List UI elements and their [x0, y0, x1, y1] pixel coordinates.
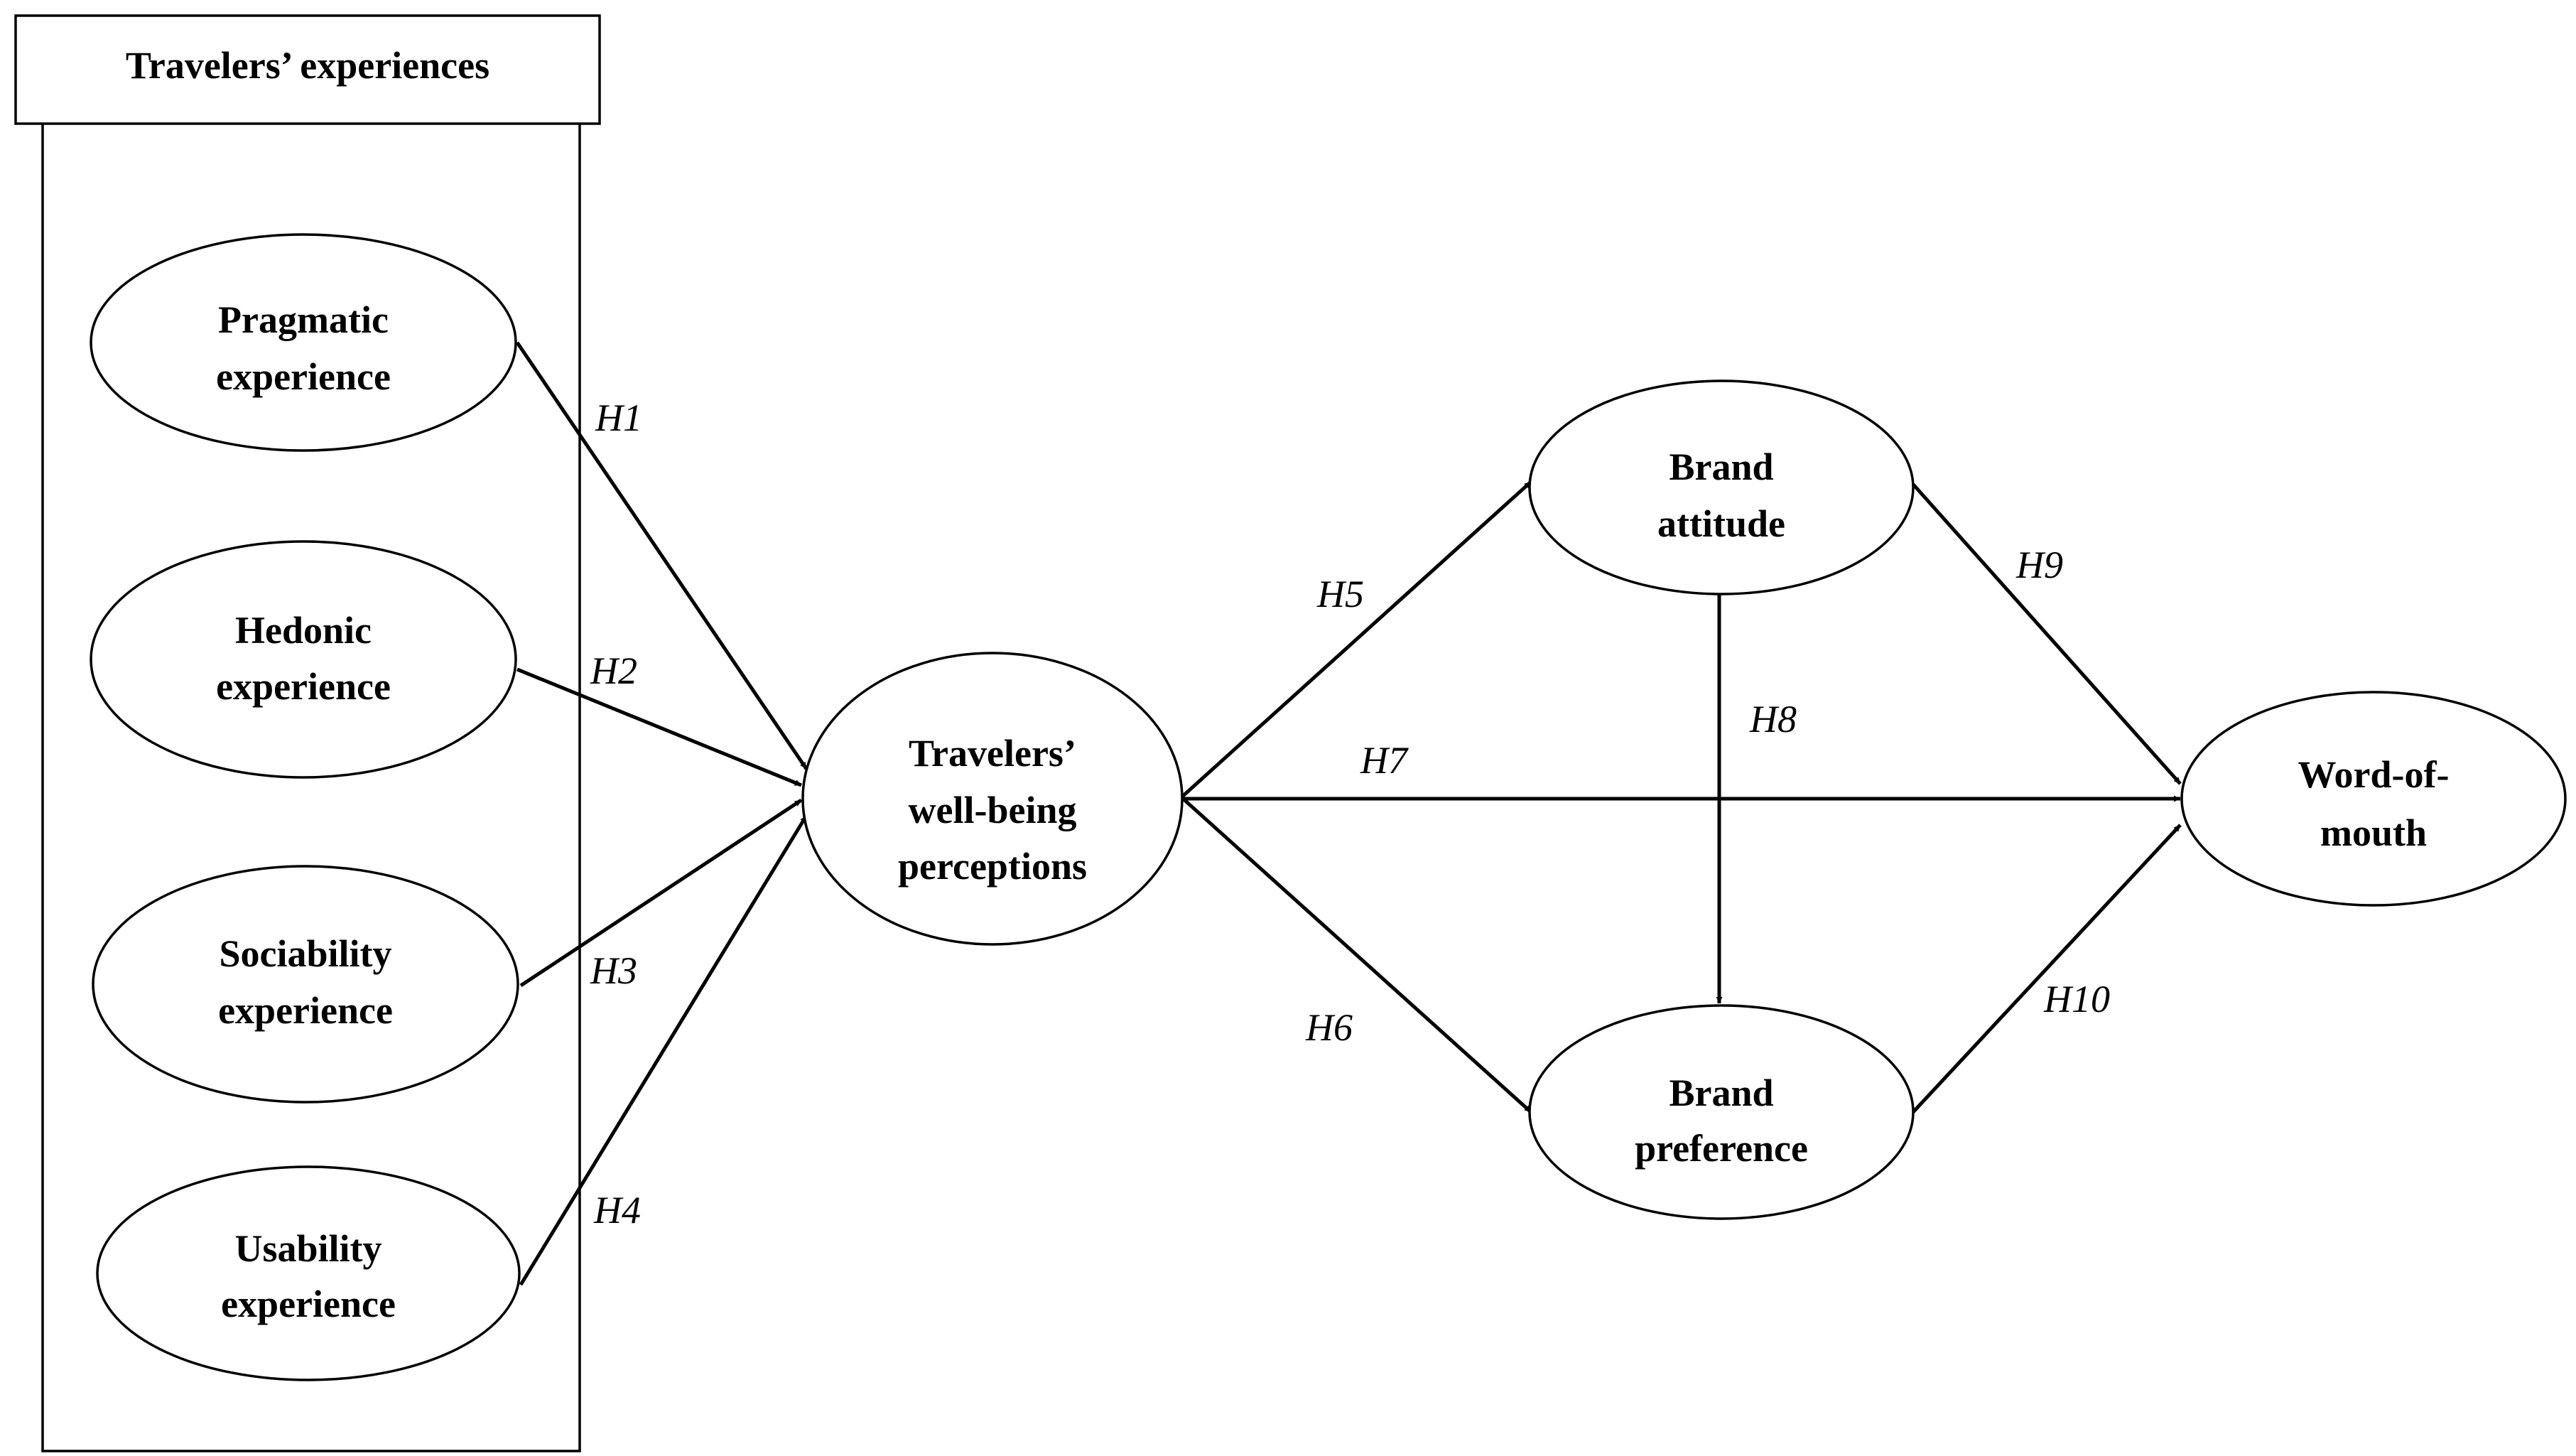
svg-text:Brand: Brand — [1669, 446, 1773, 488]
svg-text:Brand: Brand — [1669, 1072, 1773, 1114]
label-h5: H5 — [1316, 573, 1364, 615]
node-usability-experience: Usability experience — [96, 1165, 521, 1381]
node-pragmatic-experience: Pragmatic experience — [90, 233, 517, 452]
edge-h3 — [519, 798, 803, 988]
svg-text:Word-of-: Word-of- — [2298, 753, 2450, 796]
svg-text:experience: experience — [216, 665, 391, 708]
svg-text:preference: preference — [1635, 1127, 1808, 1170]
label-h10: H10 — [2043, 978, 2110, 1020]
svg-text:Hedonic: Hedonic — [235, 609, 372, 652]
svg-text:well-being: well-being — [909, 789, 1077, 831]
svg-text:Pragmatic: Pragmatic — [218, 298, 389, 341]
node-hedonic-experience: Hedonic experience — [90, 540, 517, 779]
svg-text:experience: experience — [218, 989, 393, 1032]
svg-text:Travelers’: Travelers’ — [909, 732, 1076, 775]
experiences-group-title: Travelers’ experiences — [126, 44, 489, 87]
node-brand-attitude: Brand attitude — [1528, 379, 1915, 595]
edge-h2 — [516, 667, 802, 787]
label-h4: H4 — [593, 1189, 641, 1231]
node-brand-preference: Brand preference — [1528, 1004, 1915, 1220]
svg-text:perceptions: perceptions — [898, 845, 1087, 888]
experiences-group-header — [14, 14, 601, 125]
svg-text:mouth: mouth — [2320, 811, 2427, 854]
edge-h1 — [515, 341, 808, 770]
edge-h5 — [1180, 480, 1532, 799]
edge-h10 — [1912, 824, 2182, 1113]
node-wellbeing-perceptions: Travelers’ well-being perceptions — [801, 652, 1184, 946]
edge-h9 — [1908, 479, 2182, 785]
edge-h6 — [1180, 796, 1532, 1113]
edges — [515, 341, 2182, 1286]
edge-h4 — [519, 814, 808, 1286]
label-h8: H8 — [1749, 698, 1797, 740]
label-h9: H9 — [2015, 544, 2063, 586]
label-h2: H2 — [590, 649, 637, 692]
svg-text:Usability: Usability — [234, 1227, 381, 1270]
label-h6: H6 — [1305, 1006, 1353, 1049]
node-word-of-mouth: Word-of- mouth — [2180, 691, 2567, 907]
svg-text:experience: experience — [221, 1283, 396, 1325]
label-h1: H1 — [595, 397, 642, 439]
node-sociability-experience: Sociability experience — [92, 865, 519, 1104]
svg-text:Sociability: Sociability — [219, 932, 391, 975]
label-h7: H7 — [1360, 739, 1409, 782]
svg-text:experience: experience — [216, 355, 391, 398]
hypothesis-labels: H1 H2 H3 H4 H5 H6 H7 H8 H9 H10 — [590, 397, 2110, 1231]
svg-text:attitude: attitude — [1657, 502, 1785, 545]
label-h3: H3 — [590, 949, 637, 992]
